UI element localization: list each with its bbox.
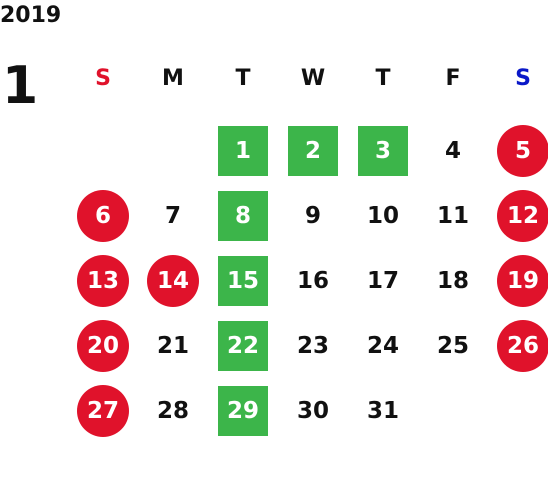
weekday-header: S — [95, 66, 111, 91]
day-cell[interactable]: 6 — [68, 183, 138, 248]
weekday-header: S — [515, 66, 531, 91]
day-number: 9 — [304, 202, 321, 229]
day-number: 7 — [164, 202, 181, 229]
day-cell[interactable]: 15 — [208, 248, 278, 313]
day-cell[interactable]: 27 — [68, 378, 138, 443]
day-cell[interactable]: 26 — [488, 313, 548, 378]
day-number: 24 — [366, 332, 399, 359]
day-number: 15 — [218, 255, 268, 306]
day-number: 18 — [436, 267, 469, 294]
day-number: 6 — [77, 189, 129, 242]
day-cell[interactable]: 2 — [278, 118, 348, 183]
day-cell[interactable]: 17 — [348, 248, 418, 313]
day-cell[interactable]: 22 — [208, 313, 278, 378]
day-cell[interactable]: 7 — [138, 183, 208, 248]
day-cell[interactable]: 12 — [488, 183, 548, 248]
day-number: 4 — [444, 137, 461, 164]
day-cell[interactable]: 23 — [278, 313, 348, 378]
weekday-header: T — [235, 66, 251, 91]
day-cell[interactable]: 5 — [488, 118, 548, 183]
day-number: 2 — [288, 125, 338, 176]
day-cell[interactable]: 28 — [138, 378, 208, 443]
day-cell — [418, 378, 488, 443]
day-cell[interactable]: 9 — [278, 183, 348, 248]
day-cell[interactable]: 8 — [208, 183, 278, 248]
year-label: 2019 — [0, 3, 62, 28]
day-number: 13 — [77, 254, 129, 307]
day-cell[interactable]: 21 — [138, 313, 208, 378]
day-number: 5 — [497, 124, 548, 177]
day-number: 12 — [497, 189, 548, 242]
day-number: 20 — [77, 319, 129, 372]
month-number: 1 — [2, 56, 39, 116]
day-cell[interactable]: 18 — [418, 248, 488, 313]
day-cell[interactable]: 31 — [348, 378, 418, 443]
weekday-header: W — [300, 66, 326, 91]
day-cell — [138, 118, 208, 183]
day-cell[interactable]: 19 — [488, 248, 548, 313]
day-cell[interactable]: 10 — [348, 183, 418, 248]
day-number: 29 — [218, 385, 268, 436]
day-cell[interactable]: 4 — [418, 118, 488, 183]
day-cell[interactable]: 13 — [68, 248, 138, 313]
day-number: 28 — [156, 397, 189, 424]
day-cell[interactable]: 29 — [208, 378, 278, 443]
day-cell[interactable]: 16 — [278, 248, 348, 313]
day-number: 17 — [366, 267, 399, 294]
day-number: 21 — [156, 332, 189, 359]
day-number: 14 — [147, 254, 199, 307]
day-cell[interactable]: 30 — [278, 378, 348, 443]
weekday-header: F — [445, 66, 461, 91]
day-cell[interactable]: 14 — [138, 248, 208, 313]
day-number: 25 — [436, 332, 469, 359]
day-number: 26 — [497, 319, 548, 372]
day-number: 19 — [497, 254, 548, 307]
day-number: 16 — [296, 267, 329, 294]
weekday-header: M — [162, 66, 184, 91]
weekday-header: T — [375, 66, 391, 91]
day-cell[interactable]: 20 — [68, 313, 138, 378]
day-cell[interactable]: 1 — [208, 118, 278, 183]
day-number: 11 — [436, 202, 469, 229]
day-cell[interactable]: 24 — [348, 313, 418, 378]
day-number: 3 — [358, 125, 408, 176]
day-number: 30 — [296, 397, 329, 424]
day-number: 22 — [218, 320, 268, 371]
day-number: 31 — [366, 397, 399, 424]
day-cell[interactable]: 25 — [418, 313, 488, 378]
day-cell[interactable]: 11 — [418, 183, 488, 248]
day-cell — [488, 378, 548, 443]
day-cell[interactable]: 3 — [348, 118, 418, 183]
day-number: 10 — [366, 202, 399, 229]
day-number: 8 — [218, 190, 268, 241]
day-number: 23 — [296, 332, 329, 359]
day-number: 1 — [218, 125, 268, 176]
day-number: 27 — [77, 384, 129, 437]
day-cell — [68, 118, 138, 183]
